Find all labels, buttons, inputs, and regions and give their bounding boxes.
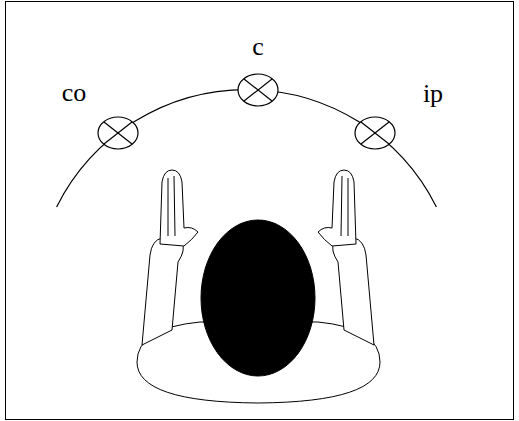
- right-arm: [333, 238, 374, 345]
- finger-line: [348, 178, 349, 236]
- finger-line: [174, 176, 175, 236]
- position-label: ip: [423, 81, 443, 107]
- left-arm: [142, 238, 183, 345]
- finger-line: [168, 178, 169, 236]
- target-arc: [57, 90, 437, 207]
- target-symbol: [98, 117, 138, 149]
- position-label: c: [252, 34, 264, 60]
- target-symbol: [355, 117, 395, 149]
- finger-line: [341, 176, 342, 236]
- head: [201, 220, 315, 376]
- left-hand: [160, 170, 198, 246]
- person-figure: [137, 170, 380, 403]
- position-label: co: [62, 80, 87, 106]
- frame: [6, 2, 514, 420]
- target-symbol: [238, 74, 278, 106]
- right-hand: [318, 170, 356, 246]
